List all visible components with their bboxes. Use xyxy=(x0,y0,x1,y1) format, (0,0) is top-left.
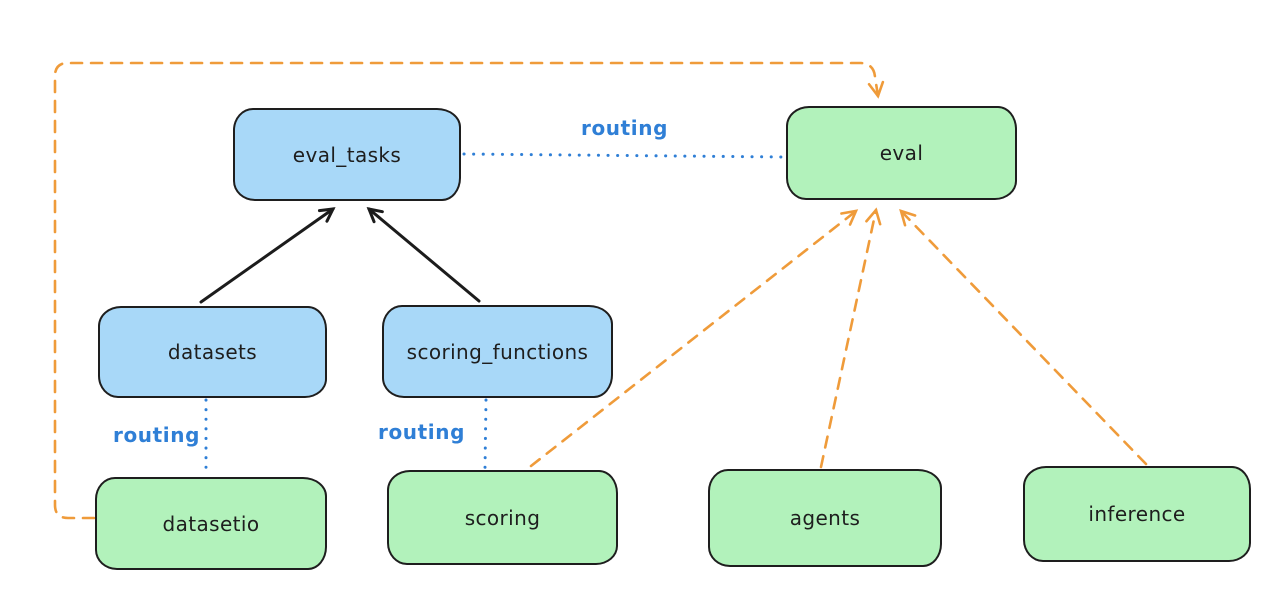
edge-inference-to-eval xyxy=(899,209,1148,466)
node-scoring-functions: scoring_functions xyxy=(382,305,613,398)
node-inference-label: inference xyxy=(1088,502,1186,526)
edge-routing-eval-tasks-to-eval xyxy=(462,152,786,159)
edge-label-routing-top: routing xyxy=(581,116,669,140)
node-scoring-functions-label: scoring_functions xyxy=(406,339,589,364)
node-eval-tasks: eval_tasks xyxy=(233,108,461,201)
edge-agents-to-eval xyxy=(819,207,882,469)
node-scoring: scoring xyxy=(387,470,618,565)
node-eval-label: eval xyxy=(879,141,924,165)
node-datasetio: datasetio xyxy=(95,477,327,570)
edge-routing-scoring-functions-to-scoring xyxy=(483,398,488,470)
node-datasetio-label: datasetio xyxy=(162,511,260,536)
edge-scoring-functions-to-eval-tasks xyxy=(366,206,481,303)
edge-datasetio-to-eval-loop xyxy=(53,61,885,520)
node-agents-label: agents xyxy=(789,506,861,530)
node-datasets: datasets xyxy=(98,306,327,398)
edge-label-routing-scoring: routing xyxy=(378,420,466,444)
node-scoring-label: scoring xyxy=(464,505,541,530)
edge-datasets-to-eval-tasks xyxy=(199,207,336,304)
node-inference: inference xyxy=(1023,466,1251,562)
edge-label-routing-datasets: routing xyxy=(113,423,201,447)
node-datasets-label: datasets xyxy=(167,340,258,364)
node-agents: agents xyxy=(708,469,942,567)
edge-scoring-to-eval xyxy=(529,209,859,468)
node-eval: eval xyxy=(786,106,1017,200)
node-eval-tasks-label: eval_tasks xyxy=(292,142,402,167)
